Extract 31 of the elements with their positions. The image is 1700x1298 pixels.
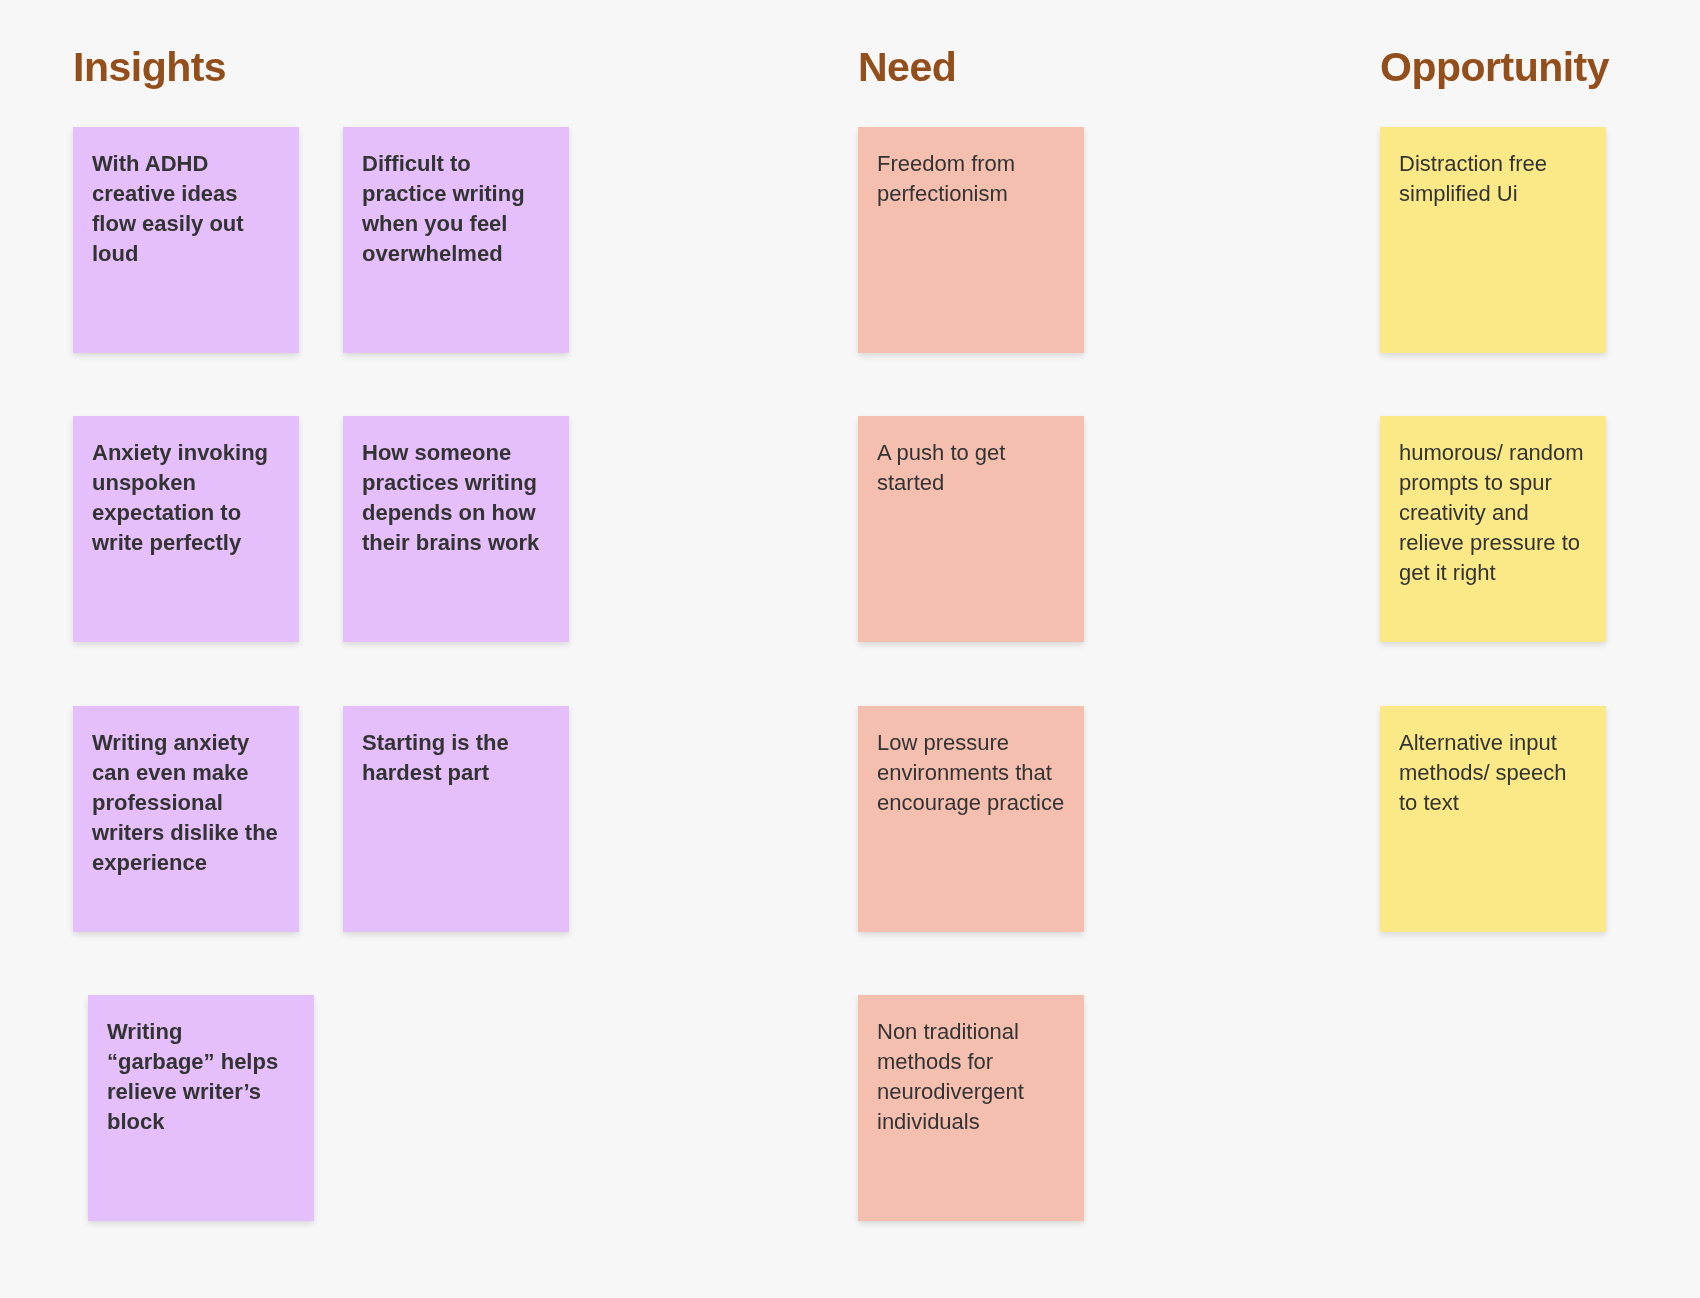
note-text: Writing “garbage” helps relieve writer’s block	[107, 1018, 280, 1136]
note-text: humorous/ random prompts to spur creativity and relieve pressure to get it right	[1399, 439, 1585, 587]
sticky-note	[73, 706, 299, 932]
sticky-note	[73, 416, 299, 642]
note-text: Distraction free simplified Ui	[1399, 150, 1548, 208]
note-text: Difficult to practice writing when you feel overwhelmed	[362, 150, 526, 268]
sticky-note	[73, 127, 299, 353]
note-text: Low pressure environments that encourage practice	[877, 729, 1065, 817]
note-text: With ADHD creative ideas flow easily out loud	[92, 150, 245, 268]
note-text: Non traditional methods for neurodivergent individuals	[877, 1018, 1025, 1136]
note-text: Freedom from perfectionism	[877, 150, 1017, 208]
sticky-note	[858, 995, 1084, 1221]
note-text: Writing anxiety can even make professional writers dislike the experience	[92, 729, 279, 877]
sticky-note	[1380, 416, 1606, 642]
sticky-note	[88, 995, 314, 1221]
sticky-note	[858, 127, 1084, 353]
column-heading: Need	[858, 47, 957, 88]
sticky-note	[343, 706, 569, 932]
note-text: Alternative input methods/ speech to text	[1399, 729, 1568, 817]
sticky-note	[858, 416, 1084, 642]
sticky-note	[1380, 127, 1606, 353]
note-text: How someone practices writing depends on how their brains work	[362, 439, 541, 557]
column-heading: Opportunity	[1380, 47, 1610, 88]
sticky-note	[343, 416, 569, 642]
note-text: Starting is the hardest part	[362, 729, 510, 787]
note-text: Anxiety invoking unspoken expectation to write perfectly	[92, 439, 270, 557]
sticky-note	[858, 706, 1084, 932]
sticky-note	[343, 127, 569, 353]
note-text: A push to get started	[877, 439, 1007, 497]
sticky-note	[1380, 706, 1606, 932]
column-heading: Insights	[73, 47, 227, 88]
